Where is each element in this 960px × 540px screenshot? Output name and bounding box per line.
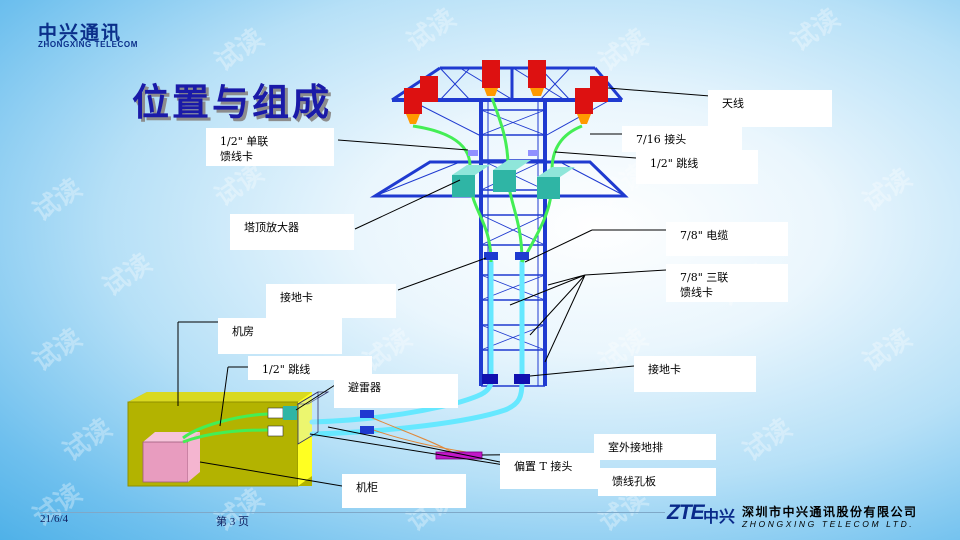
zte-logo: ZTE bbox=[667, 501, 705, 524]
label-arrester: 避雷器 bbox=[334, 374, 458, 408]
label-outdoor-ground-bar: 室外接地排 bbox=[594, 434, 716, 460]
label-jumper-half-top: 1/2" 跳线 bbox=[636, 150, 758, 184]
ground-leads bbox=[367, 415, 467, 453]
antenna-group bbox=[404, 60, 608, 124]
label-ground-clamp-left: 接地卡 bbox=[266, 284, 396, 318]
label-bias-tee: 偏置 T 接头 bbox=[500, 453, 600, 489]
footer-divider bbox=[40, 512, 665, 513]
tower-top-amplifiers bbox=[452, 160, 575, 199]
label-feeder-window: 馈线孔板 bbox=[598, 468, 716, 496]
label-triple-feeder-clamp: 7/8" 三联 馈线卡 bbox=[666, 264, 788, 302]
cabinet-box bbox=[142, 432, 200, 483]
footer-date: 21/6/4 bbox=[40, 513, 69, 525]
company-logo-en: ZHONGXING TELECOM bbox=[38, 40, 138, 49]
callout-lines bbox=[177, 87, 711, 487]
company-name-cn: 深圳市中兴通讯股份有限公司 bbox=[742, 505, 918, 519]
label-cable-7-8: 7/8" 电缆 bbox=[666, 222, 788, 256]
page-number: 第 3 页 bbox=[216, 516, 249, 528]
feeder-clamps bbox=[360, 150, 538, 434]
zte-logo-cn: 中兴 bbox=[703, 507, 736, 526]
label-antenna: 天线 bbox=[708, 90, 832, 127]
label-single-feeder-clamp: 1/2" 单联 馈线卡 bbox=[206, 128, 334, 166]
company-logo-cn: 中兴通讯 bbox=[38, 22, 123, 44]
company-name-en: ZHONGXING TELECOM LTD. bbox=[742, 519, 915, 529]
label-connector-7-16: 7/16 接头 bbox=[622, 126, 742, 152]
label-ground-clamp-right: 接地卡 bbox=[634, 356, 756, 392]
outdoor-ground-bar bbox=[435, 451, 483, 460]
slide-title: 位置与组成 bbox=[132, 81, 332, 124]
label-equipment-room: 机房 bbox=[218, 318, 342, 354]
label-cabinet: 机柜 bbox=[342, 474, 466, 508]
label-tower-top-amplifier: 塔顶放大器 bbox=[230, 214, 354, 250]
